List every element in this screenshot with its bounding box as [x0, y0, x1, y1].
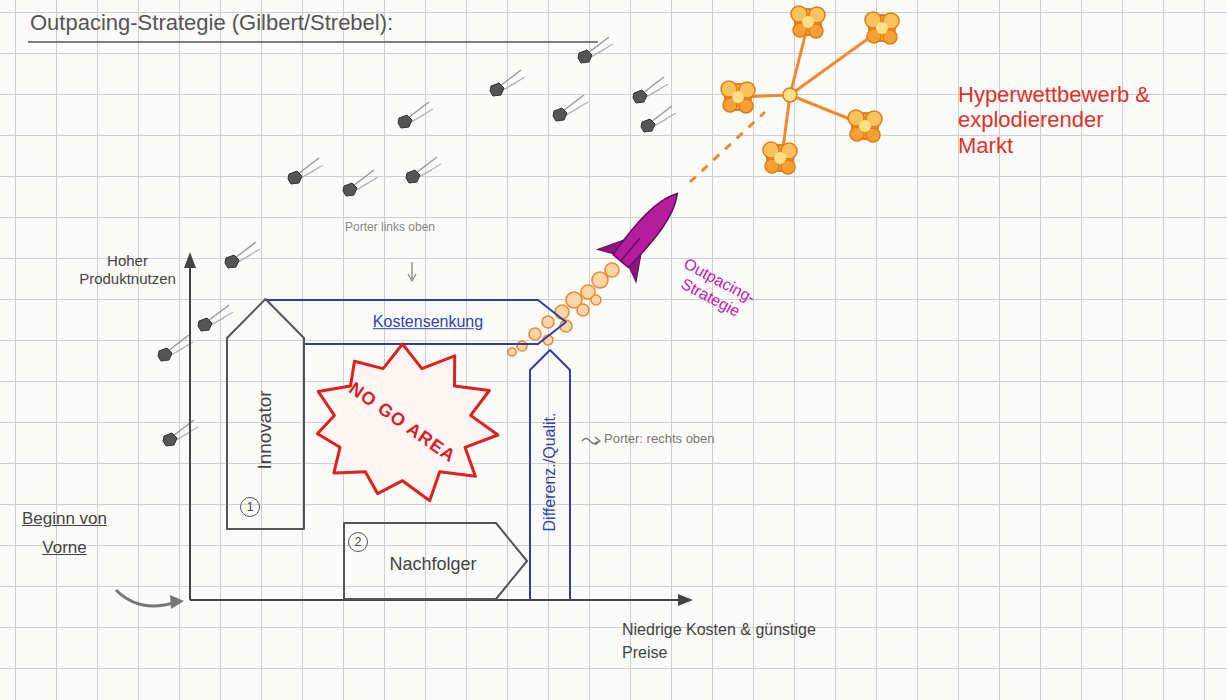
outline-shape	[344, 523, 527, 599]
note: Porter links oben	[345, 220, 435, 234]
node-label: Differenz./Qualit.	[541, 413, 559, 532]
start-note: Beginn von Vorne	[12, 505, 117, 563]
market-note: Hyperwettbewerb & explodierender Markt	[958, 82, 1163, 158]
note: Porter: rechts oben	[604, 431, 715, 447]
node-label: Innovator	[255, 390, 276, 469]
node-label: Kostensenkung	[373, 313, 483, 331]
outline-shape	[227, 299, 304, 529]
no-go-star: NO GO AREA	[305, 342, 500, 505]
axis-label: Niedrige Kosten & günstige Preise	[622, 618, 822, 664]
callout-number: 2	[348, 532, 368, 552]
title: Outpacing-Strategie (Gilbert/Strebel):	[30, 10, 393, 36]
outline-shape	[305, 300, 566, 344]
outline-shape	[317, 344, 498, 501]
nachfolger-arrow: Nachfolger 2	[343, 522, 528, 600]
node-label: Nachfolger	[389, 555, 476, 575]
axis-label: Hoher Produktnutzen	[70, 252, 185, 288]
cost-arrow: Kostensenkung	[305, 298, 568, 346]
innovator-arrow: Innovator 1	[226, 298, 305, 530]
callout-number: 1	[240, 497, 260, 517]
rocket-label: Outpacing-Strategie	[662, 249, 768, 330]
quality-arrow: Differenz./Qualit.	[528, 348, 572, 600]
outline-shape	[530, 350, 570, 600]
